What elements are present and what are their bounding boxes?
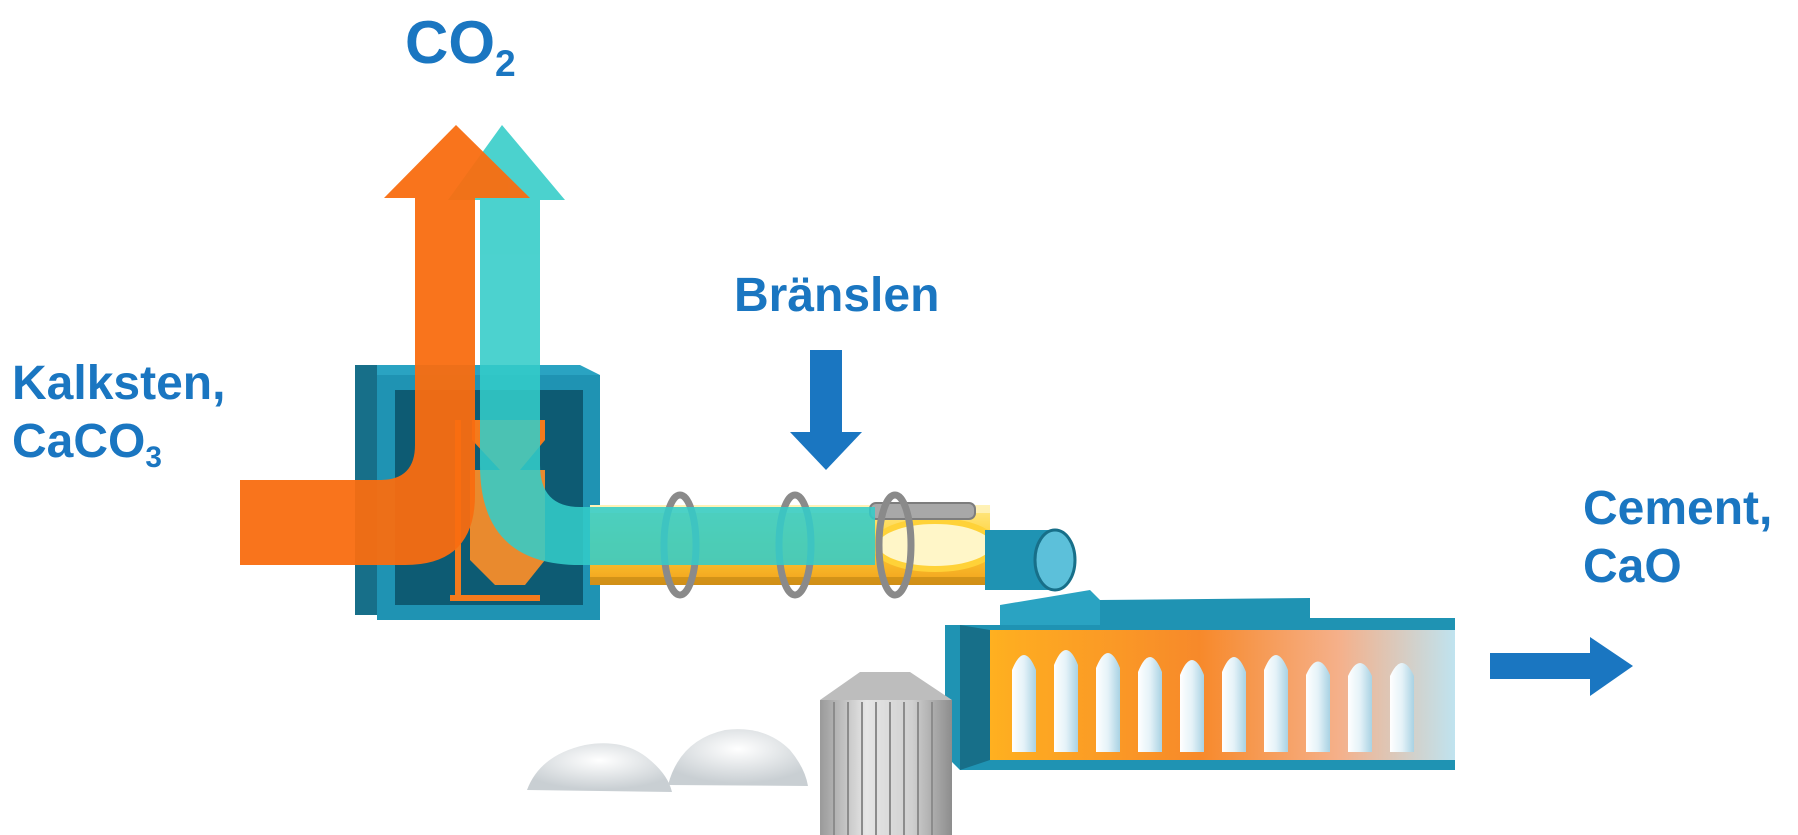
orange-co2-flow-arrow — [240, 125, 530, 565]
limestone-formula-subscript: 3 — [145, 441, 162, 474]
clinker-cooler — [945, 590, 1455, 770]
co2-label-main: CO — [405, 9, 495, 76]
cement-silo — [820, 672, 952, 835]
fuel-label: Bränslen — [734, 269, 940, 322]
limestone-formula: CaCO — [12, 414, 146, 468]
cement-label-line2: CaO — [1583, 539, 1682, 593]
cooler-air-chambers — [1012, 650, 1414, 752]
co2-label-subscript: 2 — [495, 42, 516, 85]
limestone-label: Kalksten, CaCO3 — [12, 355, 226, 474]
material-pile — [668, 729, 808, 786]
limestone-label-line1: Kalksten, — [12, 357, 226, 410]
limestone-label-line2: CaCO3 — [12, 413, 225, 474]
cement-label-line1: Cement, — [1583, 482, 1773, 535]
arrow-right-icon — [1490, 637, 1633, 696]
co2-label: CO2 — [405, 8, 516, 84]
material-pile — [527, 743, 672, 792]
raw-material-piles — [527, 729, 808, 792]
cement-label: Cement, CaO — [1583, 480, 1772, 595]
arrow-down-icon — [790, 350, 862, 470]
kiln-flame — [872, 518, 998, 572]
